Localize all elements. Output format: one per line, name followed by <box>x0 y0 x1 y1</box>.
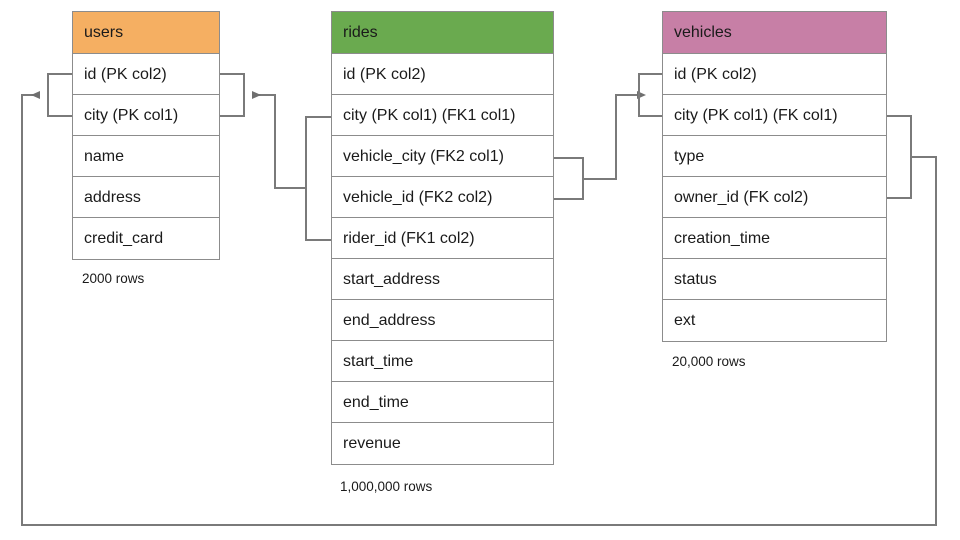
table-vehicles-column-id[interactable]: id (PK col2) <box>663 54 886 95</box>
table-vehicles-column-creation-time[interactable]: creation_time <box>663 218 886 259</box>
table-rides-column-id[interactable]: id (PK col2) <box>332 54 553 95</box>
connector-fk1-rides-to-users <box>252 91 306 189</box>
table-rides-column-rider-id[interactable]: rider_id (FK1 col2) <box>332 218 553 259</box>
connector-users-right-bracket <box>220 73 245 117</box>
table-rides-column-end-time[interactable]: end_time <box>332 382 553 423</box>
connector-rides-right-bracket <box>554 157 584 200</box>
table-rides-row-count: 1,000,000 rows <box>340 479 433 494</box>
table-rides-column-vehicle-city[interactable]: vehicle_city (FK2 col1) <box>332 136 553 177</box>
table-rides-column-start-address[interactable]: start_address <box>332 259 553 300</box>
table-rides-column-start-time[interactable]: start_time <box>332 341 553 382</box>
table-users-header: users <box>73 12 219 54</box>
table-users-row-count: 2000 rows <box>82 271 145 286</box>
connector-vehicles-right-bracket <box>887 115 912 199</box>
table-rides-column-revenue[interactable]: revenue <box>332 423 553 464</box>
table-rides-column-end-address[interactable]: end_address <box>332 300 553 341</box>
table-users-column-id[interactable]: id (PK col2) <box>73 54 219 95</box>
table-users[interactable]: users id (PK col2) city (PK col1) name a… <box>72 11 220 260</box>
table-vehicles-column-city[interactable]: city (PK col1) (FK col1) <box>663 95 886 136</box>
table-users-column-city[interactable]: city (PK col1) <box>73 95 219 136</box>
connector-fk2-rides-to-vehicles <box>583 91 646 180</box>
table-vehicles-column-ext[interactable]: ext <box>663 300 886 341</box>
table-vehicles-header: vehicles <box>663 12 886 54</box>
table-rides-column-city[interactable]: city (PK col1) (FK1 col1) <box>332 95 553 136</box>
table-vehicles-column-status[interactable]: status <box>663 259 886 300</box>
connector-rides-left-bracket <box>305 116 331 241</box>
table-rides-header: rides <box>332 12 553 54</box>
connector-users-left-bracket <box>47 73 72 117</box>
table-rides-column-vehicle-id[interactable]: vehicle_id (FK2 col2) <box>332 177 553 218</box>
table-users-column-credit-card[interactable]: credit_card <box>73 218 219 259</box>
table-users-column-address[interactable]: address <box>73 177 219 218</box>
table-users-column-name[interactable]: name <box>73 136 219 177</box>
table-vehicles-row-count: 20,000 rows <box>672 354 746 369</box>
table-rides[interactable]: rides id (PK col2) city (PK col1) (FK1 c… <box>331 11 554 465</box>
table-vehicles[interactable]: vehicles id (PK col2) city (PK col1) (FK… <box>662 11 887 342</box>
table-vehicles-column-owner-id[interactable]: owner_id (FK col2) <box>663 177 886 218</box>
table-vehicles-column-type[interactable]: type <box>663 136 886 177</box>
connector-vehicles-left-bracket <box>638 73 662 117</box>
